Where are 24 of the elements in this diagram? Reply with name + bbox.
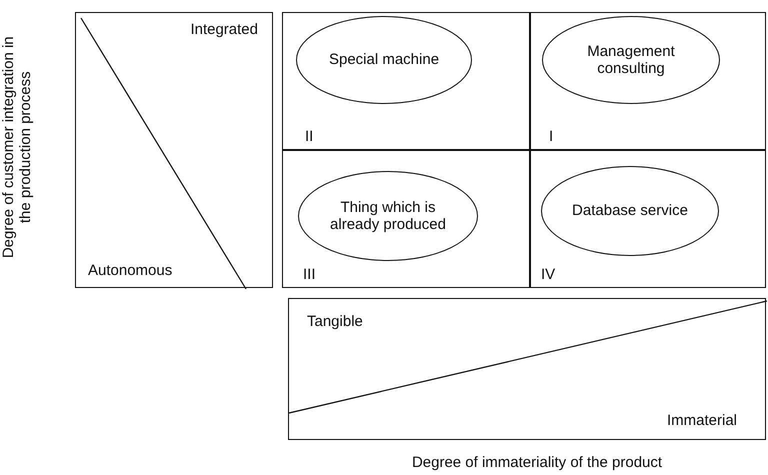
scale-box [75,12,273,288]
quadrant-number: II [305,128,314,145]
quadrant-number: III [303,266,316,283]
ellipse-label: Thing which is already produced [329,198,447,234]
axis-label: Degree of immateriality of the product [410,454,664,472]
quadrant-cell [530,12,766,150]
scale-label: Immaterial [666,412,737,429]
quadrant-cell [282,12,530,150]
scale-label: Integrated [190,21,258,38]
ellipse-node [542,16,720,104]
ellipse-label: Database service [572,202,688,220]
quadrant-number: IV [541,266,556,283]
scale-label: Tangible [307,313,363,330]
quadrant-number: I [549,128,554,145]
ellipse-label: Management consulting [586,42,676,78]
ellipse-node [298,171,478,261]
ellipse-node [296,16,472,104]
quadrant-cell [282,150,530,288]
scale-label: Autonomous [88,262,172,279]
ellipse-node [541,166,719,256]
scale-box [288,298,766,440]
axis-label: Degree of customer integration in the production process [0,35,34,260]
ellipse-label: Special machine [328,51,440,69]
quadrant-cell [530,150,766,288]
